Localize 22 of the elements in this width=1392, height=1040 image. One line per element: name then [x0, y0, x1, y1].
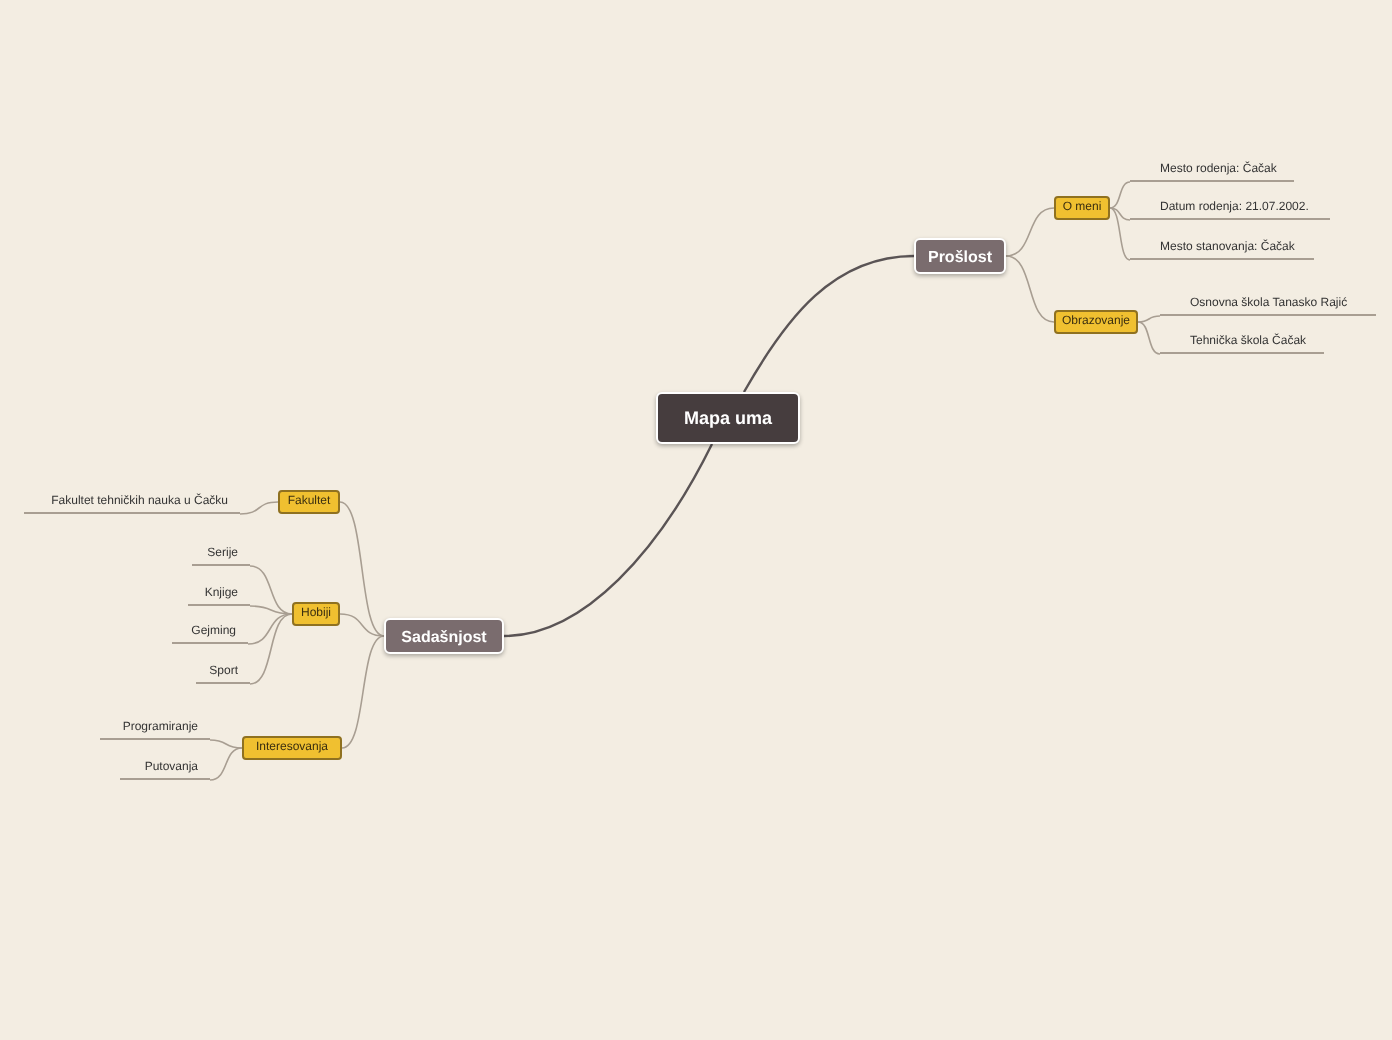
connector-line [1109, 207, 1131, 221]
connector-line [1137, 321, 1161, 355]
main-topic: Prošlost [914, 238, 1006, 274]
connector-line [1109, 207, 1131, 261]
connector-line [247, 613, 293, 645]
connector-line [339, 501, 385, 637]
connector-line [1005, 255, 1055, 323]
connector-line [239, 501, 279, 515]
connector-line [503, 443, 714, 638]
connector-line [1005, 207, 1055, 257]
connector-line [249, 613, 293, 685]
connector-line [209, 739, 243, 749]
connector-line [1137, 315, 1161, 323]
central-topic: Mapa uma [656, 392, 800, 444]
main-topic: Sadašnjost [384, 618, 504, 654]
connector-line [1109, 181, 1131, 209]
connector-line [339, 613, 385, 637]
connector-line [341, 635, 385, 749]
connector-line [742, 254, 915, 393]
connector-line [249, 565, 293, 615]
connector-line [209, 747, 243, 781]
connector-line [249, 605, 293, 615]
